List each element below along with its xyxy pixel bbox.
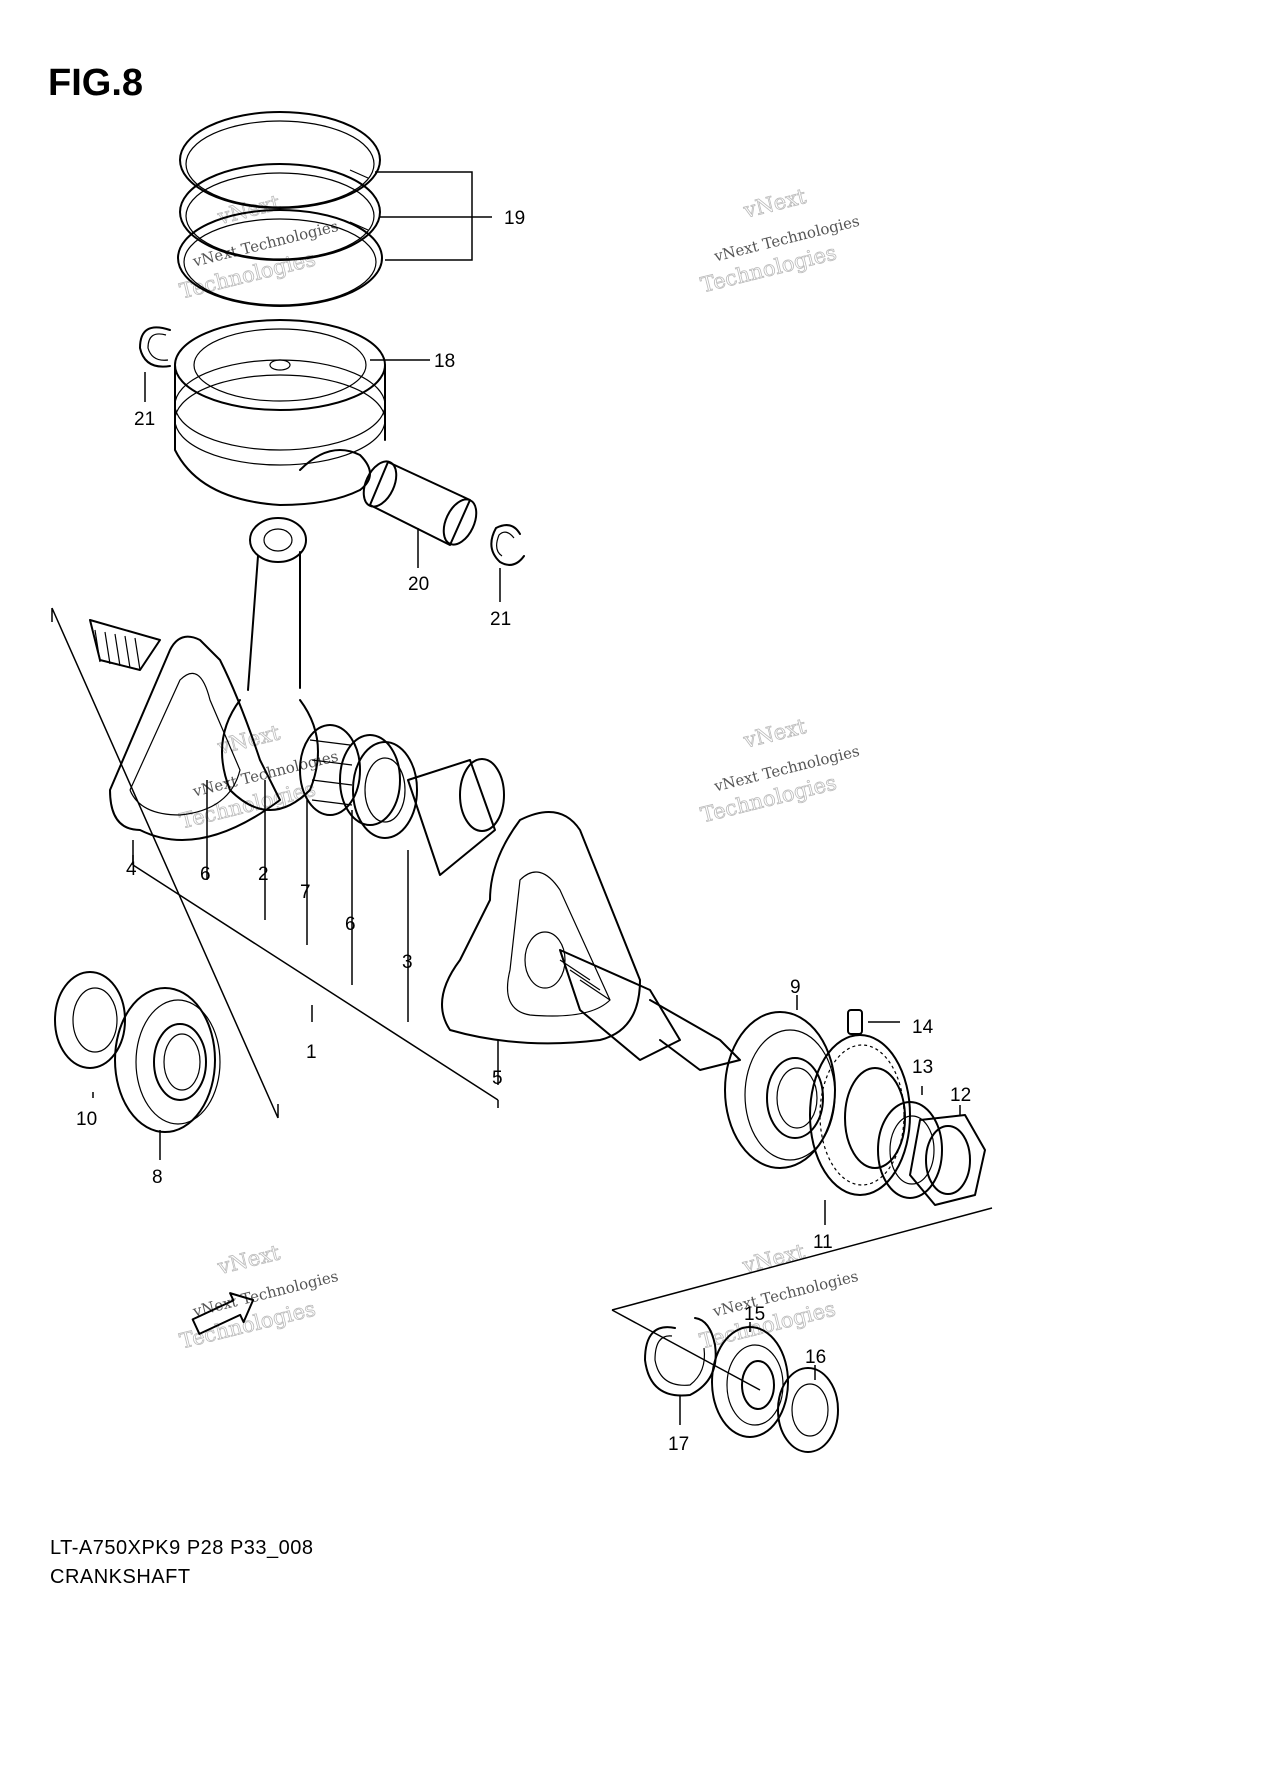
woodruff-key bbox=[847, 1009, 863, 1035]
callout-14: 14 bbox=[912, 1017, 934, 1038]
assembly-bracket-left bbox=[51, 607, 279, 1119]
callout-11: 11 bbox=[813, 1232, 833, 1253]
lock-washer bbox=[877, 1101, 943, 1199]
callout-15: 15 bbox=[744, 1304, 765, 1325]
callout-3: 3 bbox=[402, 952, 413, 973]
crankshaft-right-shaft bbox=[559, 949, 741, 1071]
callout-19: 19 bbox=[504, 208, 525, 229]
connecting-rod bbox=[221, 517, 319, 811]
callout-12: 12 bbox=[950, 1085, 971, 1106]
watermark-vnext: vNext bbox=[740, 714, 808, 753]
callout-16: 16 bbox=[805, 1347, 826, 1368]
callout-21: 21 bbox=[134, 409, 155, 430]
crankshaft-bearing-left bbox=[114, 987, 221, 1133]
figure-title: FIG.8 bbox=[48, 62, 144, 104]
callout-7: 7 bbox=[300, 882, 311, 903]
thrust-washer bbox=[352, 741, 418, 839]
watermark-group: vNext vNext Technologies Technologies bbox=[177, 190, 340, 304]
watermark-vnext: vNext bbox=[214, 1240, 282, 1279]
callout-5: 5 bbox=[492, 1068, 503, 1089]
piston-rings bbox=[177, 111, 383, 307]
piston-pin-circlip bbox=[139, 326, 171, 368]
callout-18: 18 bbox=[434, 351, 455, 372]
piston-pin bbox=[362, 460, 478, 546]
balancer-bearing bbox=[711, 1326, 789, 1438]
piston bbox=[174, 319, 386, 506]
crank-web-right bbox=[441, 811, 641, 1045]
oil-seal bbox=[54, 971, 126, 1069]
crankpin-bearing bbox=[299, 724, 401, 826]
watermark-vnext: vNext bbox=[740, 184, 808, 223]
callout-8: 8 bbox=[152, 1167, 163, 1188]
callout-13: 13 bbox=[912, 1057, 933, 1078]
figure-name-caption: CRANKSHAFT bbox=[50, 1566, 191, 1588]
crank-web-left bbox=[89, 619, 281, 841]
callout-9: 9 bbox=[790, 977, 801, 998]
bearing-circlip bbox=[644, 1317, 717, 1397]
piston-pin-circlip bbox=[490, 524, 525, 566]
crankshaft-bearing-right bbox=[724, 1011, 836, 1169]
assembly-bracket-bottom bbox=[132, 855, 499, 1108]
crank-pin bbox=[407, 758, 505, 876]
callout-2: 2 bbox=[258, 864, 269, 885]
fwd-arrow-icon bbox=[191, 1292, 255, 1335]
callout-4: 4 bbox=[126, 859, 137, 880]
callout-1: 1 bbox=[306, 1042, 317, 1063]
callout-21: 21 bbox=[490, 609, 511, 630]
watermark-group: vNext vNext Technologies Technologies bbox=[698, 714, 861, 828]
callout-6: 6 bbox=[200, 864, 211, 885]
callout-10: 10 bbox=[76, 1109, 97, 1130]
callout-17: 17 bbox=[668, 1434, 689, 1455]
watermark-group: vNext vNext Technologies Technologies bbox=[698, 184, 861, 298]
balancer-oil-seal bbox=[777, 1367, 839, 1453]
callout-6: 6 bbox=[345, 914, 356, 935]
callout-20: 20 bbox=[408, 574, 429, 595]
model-code-caption: LT-A750XPK9 P28 P33_008 bbox=[50, 1537, 314, 1559]
crankshaft-nut bbox=[909, 1114, 986, 1206]
watermark-group: vNext vNext Technologies Technologies bbox=[697, 1239, 860, 1354]
watermark-vnext: vNext bbox=[739, 1239, 807, 1278]
watermark-group: vNext vNext Technologies Technologies bbox=[177, 1240, 340, 1354]
assembly-bracket-right bbox=[611, 1207, 993, 1391]
